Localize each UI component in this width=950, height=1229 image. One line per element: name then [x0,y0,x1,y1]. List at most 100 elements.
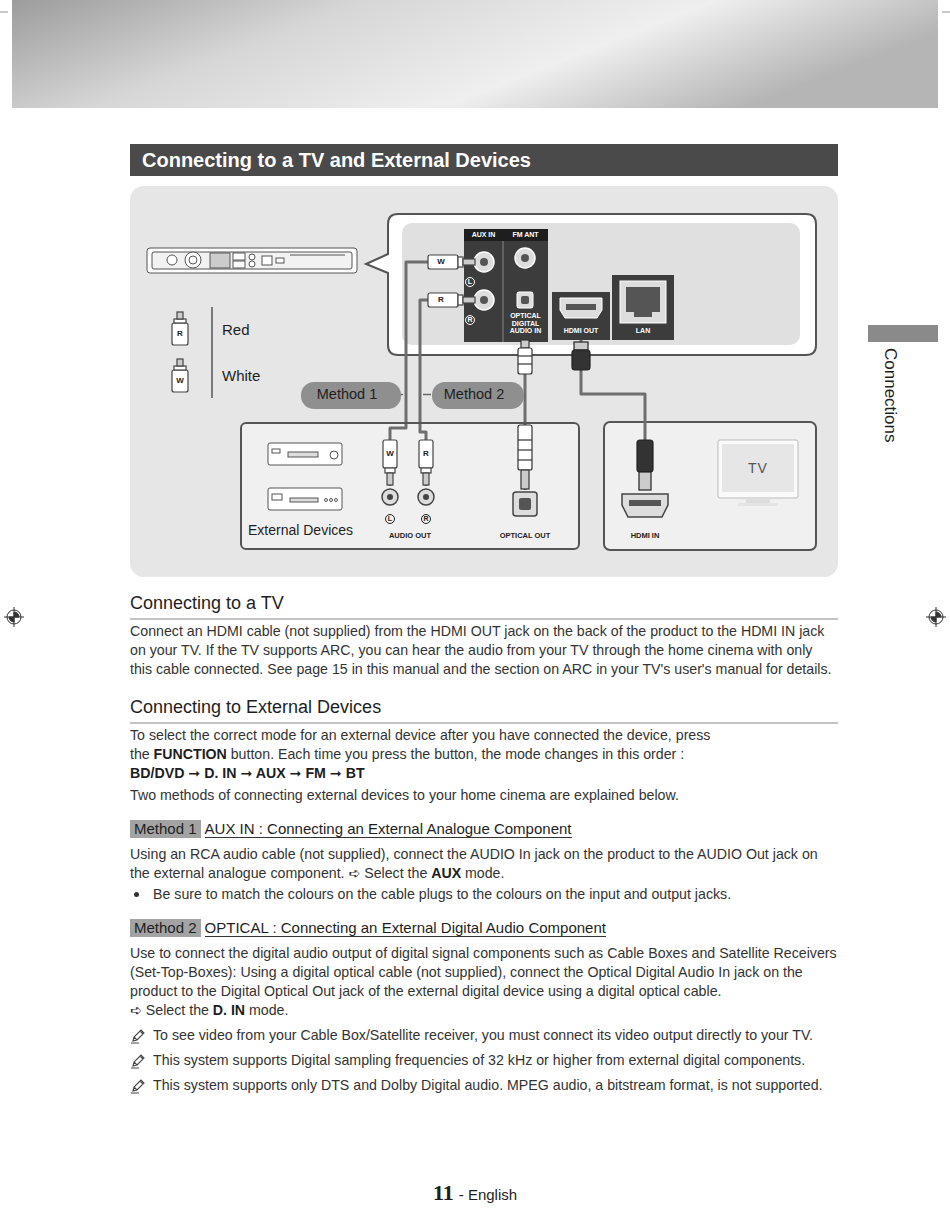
paragraph: Connect an HDMI cable (not supplied) fro… [130,622,838,679]
jack-group: AUDIO OUTLR [372,486,448,546]
hdmi-in-jack [622,494,668,517]
section-heading: Connecting to a TV [130,592,838,620]
node-label: Method 1 [301,382,393,407]
text-column: Connecting to a TV Connect an HDMI cable … [130,592,838,1095]
paragraph: Two methods of connecting external devic… [130,786,838,805]
callout-box [402,223,800,345]
device-box: AUDIO OUTLR OPTICAL OUT External Devices [240,422,580,550]
product-illustration [167,255,177,265]
product-illustration [233,261,245,268]
body-text: D. IN [213,1002,245,1018]
rca-plug [423,473,429,485]
jack-panel [464,229,674,342]
body-text: Connecting to a TV [130,593,284,613]
side-tab [868,325,938,342]
device-icons [288,452,318,457]
device-icons [325,499,328,502]
product-illustration [189,256,197,264]
hdmi-plug [574,342,588,350]
product-illustration [290,255,345,256]
output-jacks [382,489,398,505]
product-illustration [147,248,357,273]
cable [390,262,464,486]
hdmi-in-jack [629,500,661,506]
paragraph: BD/DVD ➞ D. IN ➞ AUX ➞ FM ➞ BT [130,764,838,783]
output-jacks [423,494,429,500]
paragraph: This system supports Digital sampling fr… [130,1051,838,1070]
paragraph: Be sure to match the colours on the cabl… [130,885,838,904]
plug-letter: W [175,375,185,386]
jack-panel [566,304,596,310]
page-title: Connecting to a TV and External Devices [142,147,531,173]
optical-plug [518,439,532,440]
optical-plug [521,340,529,348]
tv-screen: TV [722,444,794,492]
product-illustration [210,253,230,268]
node-label: OPTICAL OUT [488,531,562,541]
callout-box [366,214,816,355]
node-label: External Devices [248,521,370,539]
product-illustration [249,261,255,267]
jack-panel [626,287,660,317]
plug-letter: R [436,294,446,305]
paragraph: This system supports only DTS and Dolby … [130,1076,838,1095]
registration-mark [9,612,19,622]
body-text: To see video from your Cable Box/Satelli… [153,1027,813,1043]
optical-plug [518,348,532,374]
note-icon [131,1043,139,1044]
registration-mark [929,610,943,624]
rca-plug [177,359,183,366]
rca-plug [428,293,458,307]
rca-plug [419,440,433,468]
jack-panel [521,254,529,262]
hdmi-plug [639,472,651,490]
tv-icon [718,440,798,506]
paragraph: To see video from your Cable Box/Satelli… [130,1026,838,1045]
optical-plug [518,459,532,460]
device-icons [272,494,282,500]
optical-plug [518,355,532,356]
plug-letter: R [421,448,431,459]
hdmi-plug [572,350,590,370]
optical-plug [521,470,529,489]
channel-letter: R [421,514,431,524]
jack-panel [515,248,535,268]
rca-plug [174,366,186,370]
title-bar [130,144,838,176]
note-icon [130,1053,146,1069]
side-tab-text: Connections [880,348,900,443]
product-illustration [152,252,352,269]
note-icon [133,1030,144,1041]
method-heading: Method 2OPTICAL : Connecting an External… [130,918,838,938]
jack-group: LAN [612,275,674,340]
body-text: BD/DVD ➞ D. IN ➞ AUX ➞ FM ➞ BT [130,765,365,781]
section-heading: Connecting to External Devices [130,696,838,724]
jack-panel [552,292,610,340]
rca-plug [177,312,183,319]
rca-plug [458,257,463,267]
paragraph: Using an RCA audio cable (not supplied),… [130,845,838,883]
jack-panel [612,275,674,340]
output-jacks [519,498,531,510]
body-text: mode. [465,865,504,881]
jack-group: OPTICAL DIGITAL AUDIO IN [503,286,548,342]
output-jacks [382,489,537,516]
jack-panel [474,252,494,272]
diagram-panel [130,186,838,577]
product-illustration [249,254,255,260]
plug-letter: W [436,256,446,267]
tv-icon [746,498,770,503]
plug-letter: R [175,328,185,339]
note-icon [131,1068,139,1069]
legend-bracket [211,307,212,398]
jack-group: FM ANT [503,229,548,285]
registration-mark [931,612,941,622]
tv-panel [604,422,816,550]
rca-plug [421,468,431,473]
jack-panel [480,258,488,266]
rca-plug [385,468,395,473]
product-illustration [147,248,357,273]
